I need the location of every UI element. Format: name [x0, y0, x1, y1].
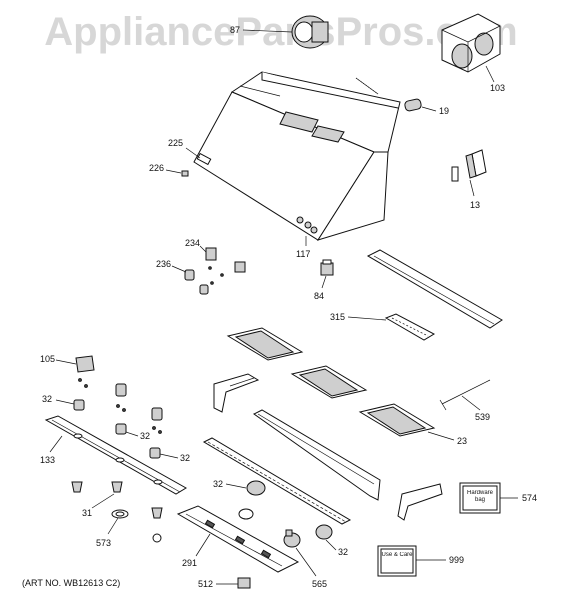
grease-filter-part-1 [226, 327, 304, 361]
lamp-socket-group-part [73, 383, 163, 459]
callout-512: 512 [198, 579, 213, 589]
callout-565: 565 [312, 579, 327, 589]
callout-236: 236 [156, 259, 171, 269]
capacitor-part [320, 259, 334, 276]
switch-control-part [205, 247, 246, 285]
callout-32-center: 32 [213, 479, 223, 489]
callout-32-middle: 32 [140, 431, 150, 441]
lamp-socket-center-part [238, 480, 266, 520]
callout-999: 999 [449, 555, 464, 565]
lower-rail-part [202, 437, 352, 525]
use-care-label: Use & Care [381, 552, 413, 558]
switch-part [451, 149, 487, 182]
rear-rail-part [366, 249, 503, 329]
art-number: (ART NO. WB12613 C2) [22, 578, 120, 588]
lamp-housing-part [75, 355, 95, 388]
mounting-clip-part [237, 577, 251, 589]
callout-31: 31 [82, 508, 92, 518]
callout-13: 13 [470, 200, 480, 210]
callout-539: 539 [475, 412, 490, 422]
grease-filter-part-2 [290, 365, 368, 399]
callout-19: 19 [439, 106, 449, 116]
callout-103: 103 [490, 83, 505, 93]
hardware-bag-part: Hardware bag [459, 482, 501, 514]
lamp-socket-part [404, 98, 422, 112]
callout-117: 117 [296, 249, 310, 259]
control-panel-part [176, 505, 300, 573]
callout-84: 84 [314, 291, 324, 301]
callout-23: 23 [457, 436, 467, 446]
blower-motor-assembly-part [441, 13, 501, 73]
range-hood-housing-part [193, 71, 401, 241]
hardware-bag-label: Hardware bag [466, 490, 493, 503]
small-clip-part [181, 170, 189, 177]
callout-573: 573 [96, 538, 111, 548]
front-panel-part [253, 409, 381, 501]
right-bracket-part [397, 483, 443, 521]
callout-32-lower-right: 32 [338, 547, 348, 557]
lamp-rail-part [44, 415, 187, 495]
filter-spring-part [355, 77, 379, 95]
callout-105: 105 [40, 354, 55, 364]
callout-87: 87 [230, 25, 240, 35]
callout-225: 225 [168, 138, 183, 148]
callout-32-right: 32 [180, 453, 190, 463]
callout-133: 133 [40, 455, 55, 465]
callout-32-upper: 32 [42, 394, 52, 404]
callout-234: 234 [185, 238, 200, 248]
trim-ring-part [111, 509, 129, 519]
blower-wheel-part [291, 15, 329, 49]
callout-226: 226 [149, 163, 164, 173]
knob-part [184, 269, 209, 295]
filter-bracket-part [213, 373, 260, 413]
light-lens-part [384, 313, 436, 341]
fan-knob-part [283, 529, 301, 548]
callout-315: 315 [330, 312, 345, 322]
use-care-manual-part: Use & Care [377, 545, 417, 577]
lamp-bulb-part [71, 481, 163, 543]
grease-filter-part-3 [358, 403, 436, 437]
support-rod-part [439, 379, 491, 411]
callout-574: 574 [522, 493, 537, 503]
callout-291: 291 [182, 558, 197, 568]
lamp-socket-right-part [315, 524, 333, 540]
